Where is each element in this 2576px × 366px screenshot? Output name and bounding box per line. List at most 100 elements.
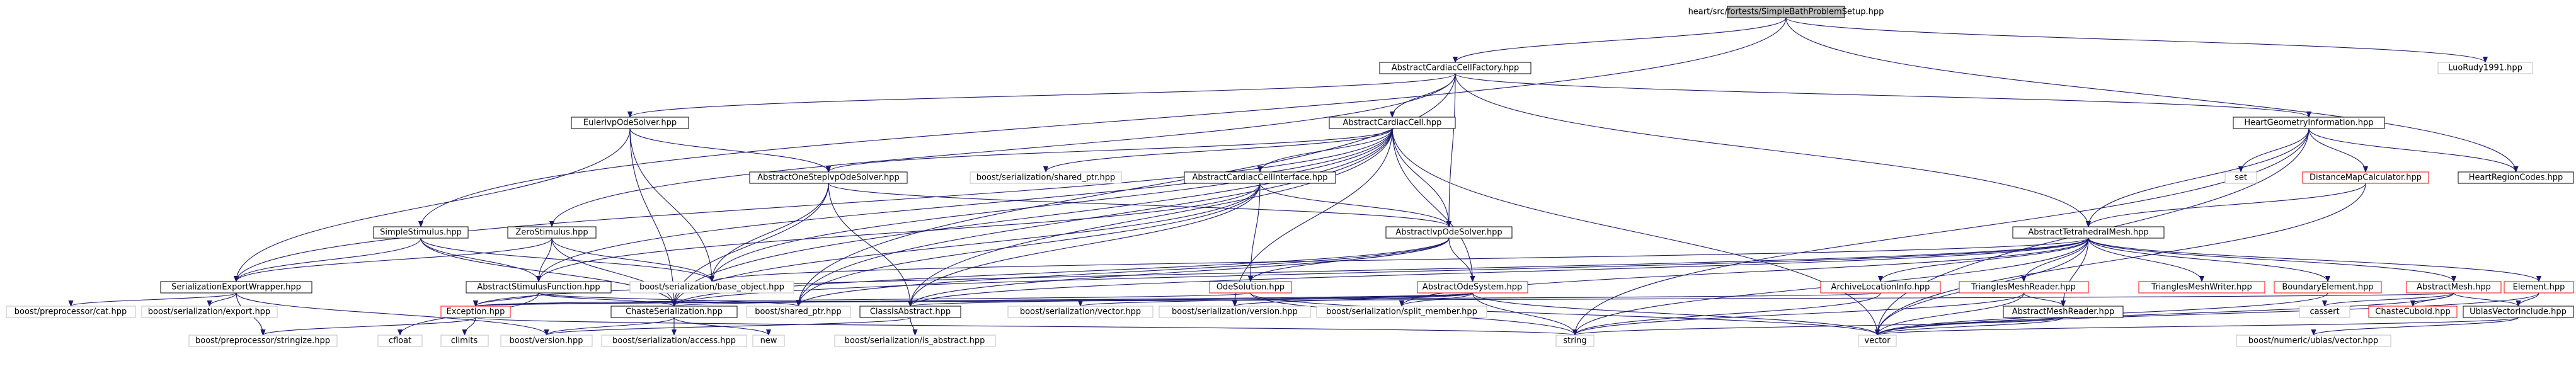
edge-am-to-exc — [476, 292, 2454, 306]
svg-text:cfloat: cfloat — [389, 336, 411, 346]
edge-elem-to-uvi — [2519, 292, 2539, 307]
edge-zstim-to-bbo — [551, 237, 712, 282]
node-abstract-ivp-ode-solver[interactable]: AbstractIvpOdeSolver.hpp — [1385, 226, 1513, 239]
edge-cabs-to-bsia — [910, 317, 915, 335]
node-boundary-element[interactable]: BoundaryElement.hpp — [2274, 281, 2382, 294]
node-set[interactable]: set — [2224, 171, 2257, 184]
node-boost-numeric-ublas-vector[interactable]: boost/numeric/ublas/vector.hpp — [2236, 335, 2391, 347]
edge-aivp-to-aode — [1448, 237, 1473, 282]
node-abstract-cardiac-cell-interface[interactable]: AbstractCardiacCellInterface.hpp — [1184, 171, 1336, 184]
edge-euler-to-aos — [629, 128, 828, 173]
node-boost-serialization-access[interactable]: boost/serialization/access.hpp — [601, 335, 747, 347]
svg-text:ChasteCuboid.hpp: ChasteCuboid.hpp — [2375, 307, 2450, 317]
svg-text:SimpleStimulus.hpp: SimpleStimulus.hpp — [380, 228, 462, 237]
node-ode-solution[interactable]: OdeSolution.hpp — [1209, 281, 1292, 294]
edge-asf-to-cser — [538, 292, 674, 307]
edge-exc-to-bpstr — [263, 317, 476, 336]
svg-text:UblasVectorInclude.hpp: UblasVectorInclude.hpp — [2470, 307, 2567, 317]
node-vector[interactable]: vector — [1858, 335, 1897, 347]
node-chaste-cuboid[interactable]: ChasteCuboid.hpp — [2368, 306, 2458, 318]
edge-atm-to-elem — [2088, 237, 2539, 282]
node-euler-ivp-ode-solver[interactable]: EulerIvpOdeSolver.hpp — [571, 117, 689, 129]
node-boost-version[interactable]: boost/version.hpp — [500, 335, 593, 347]
node-string[interactable]: string — [1555, 335, 1594, 347]
node-boost-preprocessor-cat[interactable]: boost/preprocessor/cat.hpp — [6, 306, 136, 318]
node-boost-serialization-base-object[interactable]: boost/serialization/base_object.hpp — [629, 281, 794, 294]
svg-text:climits: climits — [451, 336, 478, 346]
node-cassert[interactable]: cassert — [2299, 306, 2350, 318]
edge-hgi-to-set — [2241, 128, 2310, 173]
node-simple-bath-problem-setup[interactable]: heart/src/fortests/SimpleBathProblemSetu… — [1688, 6, 1884, 18]
svg-text:AbstractTetrahedralMesh.hpp: AbstractTetrahedralMesh.hpp — [2028, 228, 2148, 237]
edge-atm-to-exc — [476, 237, 2089, 307]
node-heart-region-codes[interactable]: HeartRegionCodes.hpp — [2458, 171, 2574, 184]
node-boost-serialization-export[interactable]: boost/serialization/export.hpp — [141, 306, 278, 318]
edge-aivp-to-bsptr — [799, 237, 1450, 307]
node-boost-serialization-vector[interactable]: boost/serialization/vector.hpp — [1007, 306, 1153, 318]
node-abstract-cardiac-cell-factory[interactable]: AbstractCardiacCellFactory.hpp — [1379, 62, 1531, 74]
edge-aode-to-bsv — [1080, 292, 1474, 307]
edge-hgi-to-dmc — [2308, 128, 2366, 172]
node-simple-stimulus[interactable]: SimpleStimulus.hpp — [373, 226, 469, 239]
node-class-is-abstract[interactable]: ClassIsAbstract.hpp — [859, 306, 961, 318]
edge-euler-to-sew — [236, 128, 631, 282]
edge-dmc-to-vector — [1877, 183, 2366, 335]
node-exception[interactable]: Exception.hpp — [440, 306, 511, 318]
node-zero-stimulus[interactable]: ZeroStimulus.hpp — [507, 226, 597, 239]
edge-acc-to-asf — [539, 128, 1393, 282]
edge-am-to-vector — [1877, 292, 2454, 336]
edge-root-to-luo — [1785, 17, 2485, 63]
svg-text:AbstractCardiacCell.hpp: AbstractCardiacCell.hpp — [1343, 118, 1442, 128]
node-cfloat[interactable]: cfloat — [377, 335, 423, 347]
svg-text:set: set — [2235, 173, 2247, 183]
edge-acf-to-aivp — [1449, 73, 1456, 227]
node-boost-serialization-split-member[interactable]: boost/serialization/split_member.hpp — [1316, 306, 1487, 318]
edge-zstim-to-cser — [551, 237, 674, 306]
node-triangles-mesh-writer[interactable]: TrianglesMeshWriter.hpp — [2138, 281, 2265, 294]
svg-text:boost/preprocessor/stringize.h: boost/preprocessor/stringize.hpp — [195, 336, 330, 346]
node-element[interactable]: Element.hpp — [2504, 281, 2574, 294]
svg-text:ClassIsAbstract.hpp: ClassIsAbstract.hpp — [870, 307, 951, 317]
svg-text:SerializationExportWrapper.hpp: SerializationExportWrapper.hpp — [171, 283, 301, 292]
edge-ali-to-string — [1575, 292, 1881, 336]
edge-zstim-to-asf — [539, 237, 552, 282]
node-boost-preprocessor-stringize[interactable]: boost/preprocessor/stringize.hpp — [188, 335, 338, 347]
svg-text:vector: vector — [1864, 336, 1891, 346]
node-heart-geometry-information[interactable]: HeartGeometryInformation.hpp — [2233, 117, 2385, 129]
node-abstract-mesh-reader[interactable]: AbstractMeshReader.hpp — [2003, 306, 2124, 318]
node-chaste-serialization[interactable]: ChasteSerialization.hpp — [610, 306, 738, 318]
node-archive-location-info[interactable]: ArchiveLocationInfo.hpp — [1820, 281, 1941, 294]
svg-text:Exception.hpp: Exception.hpp — [447, 307, 505, 317]
edge-atm-to-bbo — [712, 237, 2089, 282]
node-distance-map-calculator[interactable]: DistanceMapCalculator.hpp — [2302, 171, 2429, 184]
edge-acc-to-bsp — [1046, 128, 1393, 173]
edge-hgi-to-atm — [2088, 128, 2310, 227]
node-luo-rudy-1991[interactable]: LuoRudy1991.hpp — [2437, 62, 2533, 74]
edge-sstim-to-sew — [236, 237, 421, 282]
svg-text:new: new — [760, 336, 777, 346]
node-abstract-tetrahedral-mesh[interactable]: AbstractTetrahedralMesh.hpp — [2012, 226, 2165, 239]
svg-text:ZeroStimulus.hpp: ZeroStimulus.hpp — [515, 228, 588, 237]
node-abstract-mesh[interactable]: AbstractMesh.hpp — [2406, 281, 2502, 294]
node-climits[interactable]: climits — [440, 335, 489, 347]
svg-text:boost/serialization/shared_ptr: boost/serialization/shared_ptr.hpp — [976, 173, 1116, 183]
node-abstract-one-step-ivp-ode-solver[interactable]: AbstractOneStepIvpOdeSolver.hpp — [749, 171, 908, 184]
svg-text:boost/version.hpp: boost/version.hpp — [510, 336, 583, 346]
node-abstract-stimulus-function[interactable]: AbstractStimulusFunction.hpp — [466, 281, 612, 294]
node-abstract-cardiac-cell[interactable]: AbstractCardiacCell.hpp — [1329, 117, 1456, 129]
node-boost-serialization-is-abstract[interactable]: boost/serialization/is_abstract.hpp — [834, 335, 996, 347]
node-abstract-ode-system[interactable]: AbstractOdeSystem.hpp — [1417, 281, 1528, 294]
edge-aivp-to-cser — [674, 237, 1450, 307]
node-boost-serialization-shared-ptr[interactable]: boost/serialization/shared_ptr.hpp — [970, 171, 1122, 184]
edge-atm-to-ali — [1880, 237, 2089, 282]
node-boost-serialization-version[interactable]: boost/serialization/version.hpp — [1159, 306, 1311, 318]
node-ublas-vector-include[interactable]: UblasVectorInclude.hpp — [2463, 306, 2574, 318]
edge-sew-to-bver — [236, 292, 547, 336]
svg-text:LuoRudy1991.hpp: LuoRudy1991.hpp — [2448, 64, 2522, 73]
node-new[interactable]: new — [752, 335, 785, 347]
node-serialization-export-wrapper[interactable]: SerializationExportWrapper.hpp — [160, 281, 312, 294]
edge-acf-to-zstim — [552, 73, 1456, 227]
node-boost-shared-ptr[interactable]: boost/shared_ptr.hpp — [746, 306, 851, 318]
edge-atm-to-amr — [2063, 237, 2089, 306]
node-triangles-mesh-reader[interactable]: TrianglesMeshReader.hpp — [1959, 281, 2089, 294]
